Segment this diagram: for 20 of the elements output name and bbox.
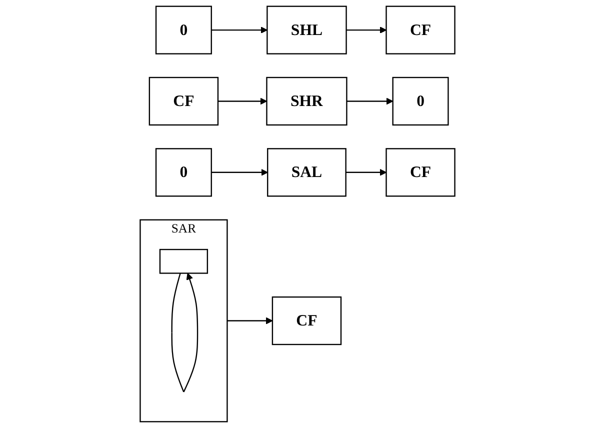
- node-box: 0: [155, 148, 212, 197]
- node-box: SHL: [266, 6, 347, 54]
- arrow: [218, 98, 268, 105]
- node-box: 0: [392, 76, 449, 126]
- arrow: [346, 168, 387, 176]
- node-box: CF: [386, 6, 456, 54]
- arrow: [211, 26, 268, 34]
- arrow: [211, 168, 268, 176]
- arrow: [227, 317, 273, 324]
- node-box: CF: [272, 296, 342, 346]
- arrow: [171, 272, 198, 392]
- node-box: SAL: [267, 148, 346, 197]
- cluster: SAR: [140, 219, 228, 422]
- arrow: [346, 26, 387, 34]
- node-box: CF: [386, 148, 456, 197]
- node-box: 0: [155, 6, 212, 54]
- arrow: [346, 98, 394, 105]
- node-box: [159, 248, 208, 274]
- node-box: CF: [148, 76, 219, 126]
- node-box: SHR: [266, 76, 348, 126]
